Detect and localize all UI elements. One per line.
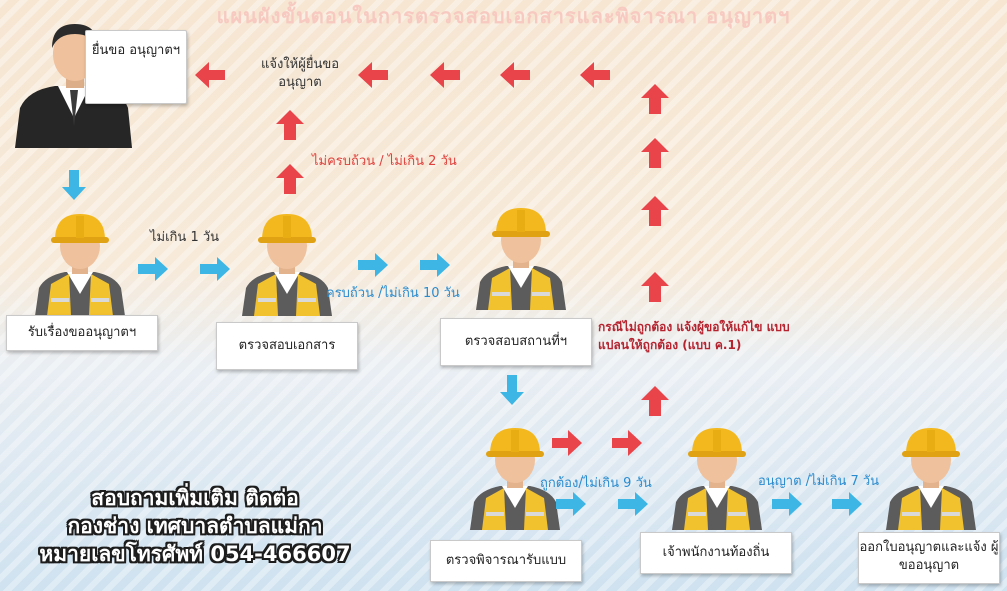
arrow-up-m2 xyxy=(276,164,304,194)
approve-7-label: อนุญาต /ไม่เกิน 7 วัน xyxy=(758,474,880,489)
arrow-down-1 xyxy=(62,170,86,200)
arrow-right-r1 xyxy=(552,430,582,456)
arrow-right-b2 xyxy=(200,257,230,281)
incorrect-label: กรณีไม่ถูกต้อง แจ้งผู้ขอให้แก้ไข แบบแปลน… xyxy=(598,320,790,352)
applicant-card: ยื่นขอ อนุญาตฯ xyxy=(85,30,187,104)
arrow-right-b1 xyxy=(138,257,168,281)
receive-card: รับเรื่องขออนุญาตฯ xyxy=(6,315,158,351)
arrow-up-r5 xyxy=(641,386,669,416)
issue-permit-card: ออกใบอนุญาตและแจ้ง ผู้ขออนุญาต xyxy=(858,532,1000,584)
incomplete-label: ไม่ครบถ้วน / ไม่เกิน 2 วัน xyxy=(312,154,457,169)
arrow-right-b5 xyxy=(556,492,586,516)
check-docs-card: ตรวจสอบเอกสาร xyxy=(216,322,358,370)
arrow-up-r4 xyxy=(641,272,669,302)
worker-check-site xyxy=(476,208,566,310)
arrow-right-b4 xyxy=(420,253,450,277)
worker-local-officer xyxy=(672,428,762,530)
page-title: แผนผังขั้นตอนในการตรวจสอบเอกสารและพิจารณ… xyxy=(216,4,791,28)
arrow-up-r2 xyxy=(641,138,669,168)
consider-card: ตรวจพิจารณารับแบบ xyxy=(430,540,582,582)
contact-block: สอบถามเพิ่มเติม ติดต่อ กองช่าง เทศบาลตำบ… xyxy=(30,484,360,568)
arrow-left-5 xyxy=(580,62,610,88)
complete-10-label: ครบถ้วน /ไม่เกิน 10 วัน xyxy=(326,286,460,301)
applicant-label: ยื่นขอ อนุญาตฯ xyxy=(91,43,181,58)
local-officer-label: เจ้าพนักงานท้องถิ่น xyxy=(662,545,770,560)
within-1-day-label: ไม่เกิน 1 วัน xyxy=(150,230,220,245)
check-site-card: ตรวจสอบสถานที่ฯ xyxy=(440,318,592,366)
check-site-label: ตรวจสอบสถานที่ฯ xyxy=(464,334,568,349)
consider-label: ตรวจพิจารณารับแบบ xyxy=(445,553,567,568)
local-officer-card: เจ้าพนักงานท้องถิ่น xyxy=(640,532,792,574)
arrow-left-4 xyxy=(500,62,530,88)
contact-line-2: กองช่าง เทศบาลตำบลแม่กา xyxy=(67,514,323,538)
arrow-left-2 xyxy=(358,62,388,88)
check-docs-label: ตรวจสอบเอกสาร xyxy=(238,338,336,353)
arrow-right-b3 xyxy=(358,253,388,277)
arrow-right-b6 xyxy=(618,492,648,516)
arrow-left-3 xyxy=(430,62,460,88)
contact-line-1: สอบถามเพิ่มเติม ติดต่อ xyxy=(91,486,299,510)
arrow-up-r1 xyxy=(641,84,669,114)
receive-label: รับเรื่องขออนุญาตฯ xyxy=(27,325,137,340)
contact-line-3: หมายเลขโทรศัพท์ 054-466607 xyxy=(39,542,351,566)
issue-permit-label: ออกใบอนุญาตและแจ้ง ผู้ขออนุญาต xyxy=(859,540,999,573)
arrow-up-r3 xyxy=(641,196,669,226)
arrow-right-b8 xyxy=(832,492,862,516)
arrow-down-2 xyxy=(500,375,524,405)
correct-9-label: ถูกต้อง/ไม่เกิน 9 วัน xyxy=(540,476,652,491)
arrow-left-1 xyxy=(195,62,225,88)
worker-receive xyxy=(35,214,125,316)
arrow-up-m1 xyxy=(276,110,304,140)
worker-issue-permit xyxy=(886,428,976,530)
arrow-right-b7 xyxy=(772,492,802,516)
notify-applicant-label: แจ้งให้ผู้ยื่นขอ อนุญาต xyxy=(260,57,340,90)
arrow-right-r2 xyxy=(612,430,642,456)
